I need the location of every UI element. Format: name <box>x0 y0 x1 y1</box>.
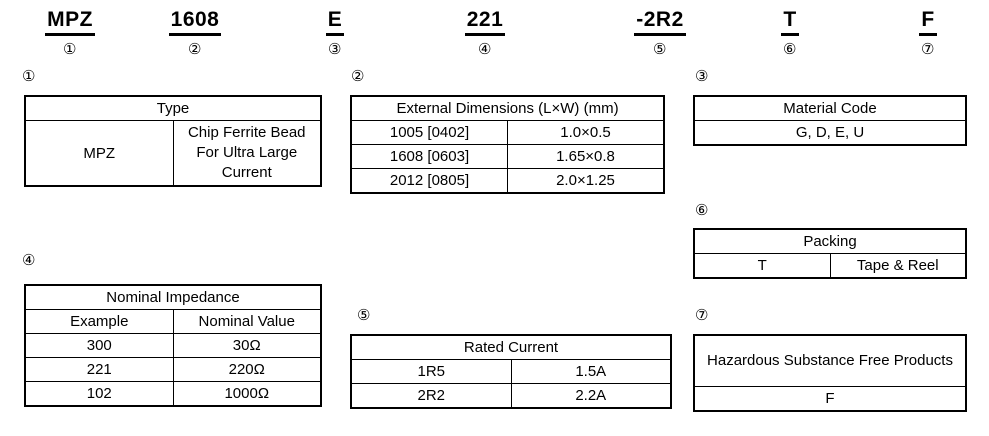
table-row: 1005 [0402] 1.0×0.5 <box>350 120 665 145</box>
part-number-code-2: 1608 <box>168 8 222 36</box>
part-number-marker-6: ⑥ <box>783 41 797 58</box>
part-number-marker-3: ③ <box>328 41 342 58</box>
rated-current-table: Rated Current 1R5 1.5A 2R2 2.2A <box>350 334 672 409</box>
packing-header: Packing <box>693 228 967 254</box>
section-marker-type: ① <box>22 68 36 85</box>
table-row: MPZ Chip Ferrite Bead For Ultra Large Cu… <box>24 120 322 187</box>
impedance-table: Nominal Impedance Example Nominal Value … <box>24 284 322 407</box>
type-code: MPZ <box>24 120 174 187</box>
section-marker-current: ⑤ <box>357 307 371 324</box>
table-row: 1R5 1.5A <box>350 359 672 384</box>
part-number-code-4: 221 <box>464 8 506 36</box>
impedance-column-example: Example <box>24 309 174 334</box>
part-number-code-3: E <box>325 8 345 36</box>
impedance-header: Nominal Impedance <box>24 284 322 310</box>
part-number-segment-6: T ⑥ <box>740 8 840 58</box>
table-row: G, D, E, U <box>693 120 967 146</box>
part-number-segment-7: F ⑦ <box>878 8 978 58</box>
hazardous-header: Hazardous Substance Free Products <box>693 334 967 387</box>
current-code: 1R5 <box>350 359 512 384</box>
table-row-header: Rated Current <box>350 334 672 360</box>
table-row: 2012 [0805] 2.0×1.25 <box>350 168 665 194</box>
type-header: Type <box>24 95 322 121</box>
type-table: Type MPZ Chip Ferrite Bead For Ultra Lar… <box>24 95 322 187</box>
material-code-table: Material Code G, D, E, U <box>693 95 967 146</box>
part-number-segment-1: MPZ ① <box>10 8 130 58</box>
table-row: T Tape & Reel <box>693 253 967 279</box>
dimensions-value: 1.0×0.5 <box>507 120 665 145</box>
part-number-segment-4: 221 ④ <box>425 8 545 58</box>
impedance-column-value: Nominal Value <box>172 309 322 334</box>
material-header: Material Code <box>693 95 967 121</box>
dimensions-code: 1005 [0402] <box>350 120 508 145</box>
part-number-marker-5: ⑤ <box>653 41 667 58</box>
type-description: Chip Ferrite Bead For Ultra Large Curren… <box>172 120 322 187</box>
current-code: 2R2 <box>350 383 512 409</box>
section-marker-packing: ⑥ <box>695 202 709 219</box>
part-number-marker-1: ① <box>63 41 77 58</box>
impedance-example: 221 <box>24 357 174 382</box>
dimensions-value: 2.0×1.25 <box>507 168 665 194</box>
material-value: G, D, E, U <box>693 120 967 146</box>
packing-value: Tape & Reel <box>829 253 967 279</box>
table-row-header: Nominal Impedance <box>24 284 322 310</box>
hazardous-substance-table: Hazardous Substance Free Products F <box>693 334 967 412</box>
table-row: 300 30Ω <box>24 333 322 358</box>
impedance-value: 30Ω <box>172 333 322 358</box>
part-number-code-7: F <box>919 8 937 36</box>
current-value: 2.2A <box>510 383 672 409</box>
part-number-segment-3: E ③ <box>285 8 385 58</box>
part-number-segment-5: -2R2 ⑤ <box>600 8 720 58</box>
table-row: 102 1000Ω <box>24 381 322 407</box>
table-row-header: Type <box>24 95 322 121</box>
current-value: 1.5A <box>510 359 672 384</box>
part-number-marker-2: ② <box>188 41 202 58</box>
packing-table: Packing T Tape & Reel <box>693 228 967 279</box>
dimensions-table: External Dimensions (L×W) (mm) 1005 [040… <box>350 95 665 194</box>
table-row-header: Material Code <box>693 95 967 121</box>
hazardous-value: F <box>693 386 967 412</box>
part-number-code-1: MPZ <box>45 8 95 36</box>
impedance-example: 102 <box>24 381 174 407</box>
current-header: Rated Current <box>350 334 672 360</box>
part-number-marker-4: ④ <box>478 41 492 58</box>
table-row-header: External Dimensions (L×W) (mm) <box>350 95 665 121</box>
dimensions-header: External Dimensions (L×W) (mm) <box>350 95 665 121</box>
part-number-code-5: -2R2 <box>634 8 686 36</box>
dimensions-value: 1.65×0.8 <box>507 144 665 169</box>
section-marker-impedance: ④ <box>22 252 36 269</box>
dimensions-code: 1608 [0603] <box>350 144 508 169</box>
section-marker-dimensions: ② <box>351 68 365 85</box>
section-marker-hazardous: ⑦ <box>695 307 709 324</box>
part-number-segment-2: 1608 ② <box>135 8 255 58</box>
table-row: F <box>693 386 967 412</box>
table-row-header: Hazardous Substance Free Products <box>693 334 967 387</box>
table-row-columns: Example Nominal Value <box>24 309 322 334</box>
packing-code: T <box>693 253 831 279</box>
section-marker-material: ③ <box>695 68 709 85</box>
part-number-marker-7: ⑦ <box>921 41 935 58</box>
impedance-value: 220Ω <box>172 357 322 382</box>
part-number-code-6: T <box>781 8 799 36</box>
table-row: 221 220Ω <box>24 357 322 382</box>
impedance-value: 1000Ω <box>172 381 322 407</box>
table-row: 2R2 2.2A <box>350 383 672 409</box>
dimensions-code: 2012 [0805] <box>350 168 508 194</box>
table-row-header: Packing <box>693 228 967 254</box>
impedance-example: 300 <box>24 333 174 358</box>
table-row: 1608 [0603] 1.65×0.8 <box>350 144 665 169</box>
